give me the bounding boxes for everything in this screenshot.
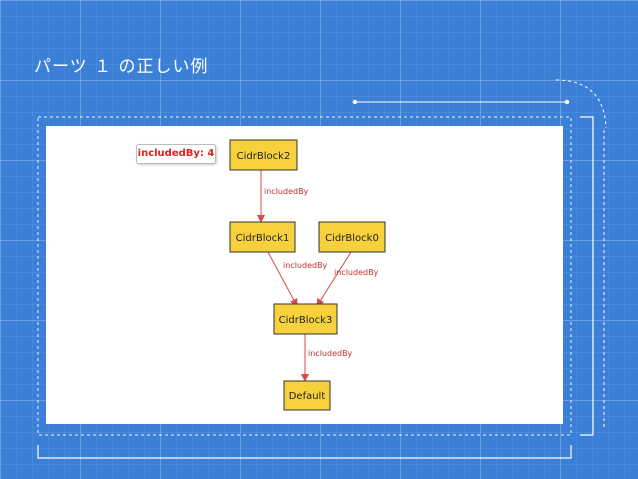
node-cidrblock3[interactable]: CidrBlock3 [273,303,338,335]
node-label-cidrblock2: CidrBlock2 [237,151,291,162]
edge-cidrblock1-to-cidrblock3 [267,251,298,307]
node-default[interactable]: Default [283,380,331,411]
slide-title: パーツ １ の正しい例 [34,57,209,77]
edge-cidrblock0-to-cidrblock3 [316,251,352,307]
node-label-cidrblock1: CidrBlock1 [236,233,290,244]
top-marker-dot-right [564,99,570,105]
edge-label-cidrblock0-to-cidrblock3: includedBy [334,268,379,277]
edge-label-cidrblock3-to-default: includedBy [308,349,353,358]
dependency-graph: includedBy includedBy includedBy include… [229,139,386,411]
node-cidrblock1[interactable]: CidrBlock1 [229,221,296,253]
node-cidrblock2[interactable]: CidrBlock2 [229,139,298,171]
right-bracket [580,116,594,436]
included-by-badge: includedBy: 4 [136,144,216,164]
edge-label-cidrblock1-to-cidrblock3: includedBy [283,261,328,270]
dashed-frame [37,116,572,436]
bottom-bracket [37,445,572,459]
edge-label-cidrblock2-to-cidrblock1: includedBy [264,187,309,196]
node-label-cidrblock3: CidrBlock3 [279,315,333,326]
top-marker-dot-left [352,99,358,105]
node-label-default: Default [289,391,326,402]
dashed-arc [555,79,607,129]
diagram-canvas: includedBy: 4 includedBy includedBy incl… [46,126,563,424]
node-cidrblock0[interactable]: CidrBlock0 [318,221,386,253]
node-label-cidrblock0: CidrBlock0 [325,233,379,244]
